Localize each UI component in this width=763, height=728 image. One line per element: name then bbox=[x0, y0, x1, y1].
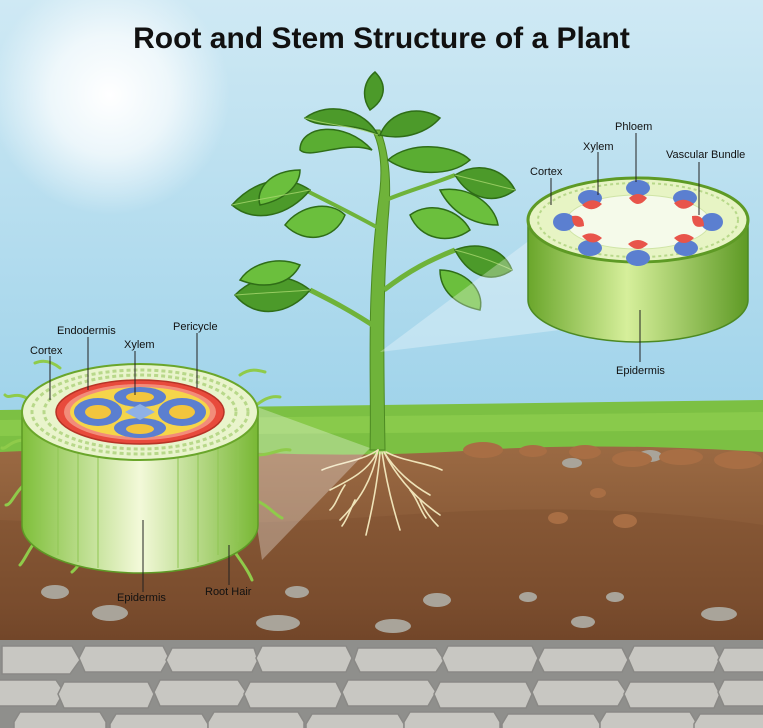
root-endodermis-label: Endodermis bbox=[57, 325, 116, 337]
root-xylem-label: Xylem bbox=[124, 339, 155, 351]
sun bbox=[0, 0, 230, 215]
stem-epidermis-label: Epidermis bbox=[616, 365, 665, 377]
stem-cortex-label: Cortex bbox=[530, 166, 563, 178]
vascular-bundles bbox=[553, 180, 723, 266]
leader-lines bbox=[49, 133, 700, 592]
stem-vascular-bundle-label: Vascular Bundle bbox=[666, 149, 746, 161]
root-pericycle-label: Pericycle bbox=[173, 321, 218, 333]
plant-leaves bbox=[230, 70, 516, 312]
page-title: Root and Stem Structure of a Plant bbox=[133, 22, 630, 55]
stem-phloem-label: Phloem bbox=[615, 121, 653, 133]
rock-stones bbox=[0, 645, 763, 728]
root-epidermis-label: Epidermis bbox=[117, 592, 166, 604]
root-cross-section bbox=[0, 359, 292, 582]
soil-clods bbox=[463, 442, 762, 528]
root-zoom-beam bbox=[238, 400, 370, 560]
plant-roots bbox=[321, 449, 443, 536]
root-cortex-label: Cortex bbox=[30, 345, 63, 357]
root-hair-label: Root Hair bbox=[205, 586, 252, 598]
soil-pebbles bbox=[41, 450, 737, 633]
stem-zoom-beam bbox=[380, 240, 560, 352]
stem-xylem-label: Xylem bbox=[583, 141, 614, 153]
stem-cross-section bbox=[526, 176, 750, 343]
